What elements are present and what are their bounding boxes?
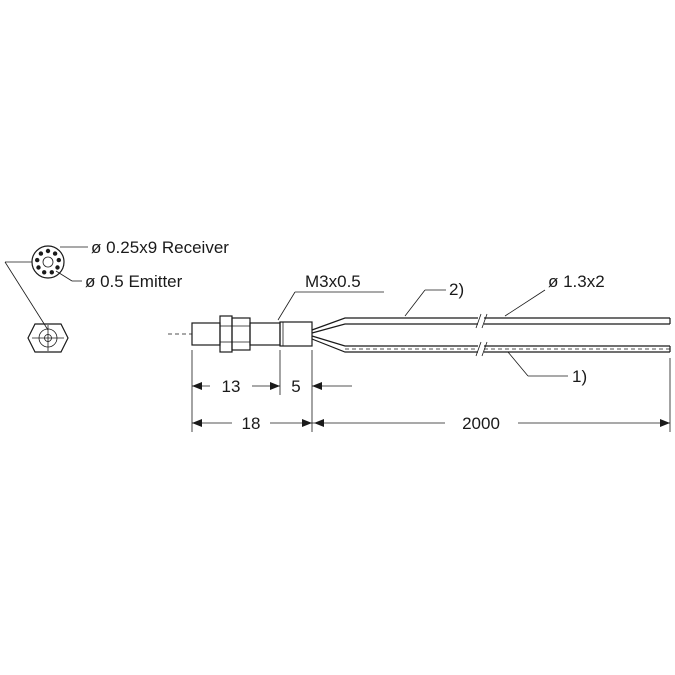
- thread-label: M3x0.5: [305, 272, 361, 291]
- fiber-cables: [311, 289, 671, 377]
- emitter-label: ø 0.5 Emitter: [85, 272, 183, 291]
- hex-nut-view: [27, 323, 69, 353]
- dimension-5: 5: [291, 377, 300, 396]
- connector-side-view: [168, 291, 384, 353]
- fiber-2-label: 2): [449, 280, 464, 299]
- dimension-lines: [191, 350, 671, 432]
- end-face-view: [4, 245, 88, 331]
- emitter-fiber: [42, 256, 54, 268]
- dimension-18: 18: [242, 414, 261, 433]
- fiber-1-label: 1): [572, 367, 587, 386]
- dimension-2000: 2000: [462, 414, 500, 433]
- receiver-label: ø 0.25x9 Receiver: [91, 238, 229, 257]
- cable-diameter-label: ø 1.3x2: [548, 272, 605, 291]
- dimension-13: 13: [222, 377, 241, 396]
- receiver-fibers: [35, 248, 61, 275]
